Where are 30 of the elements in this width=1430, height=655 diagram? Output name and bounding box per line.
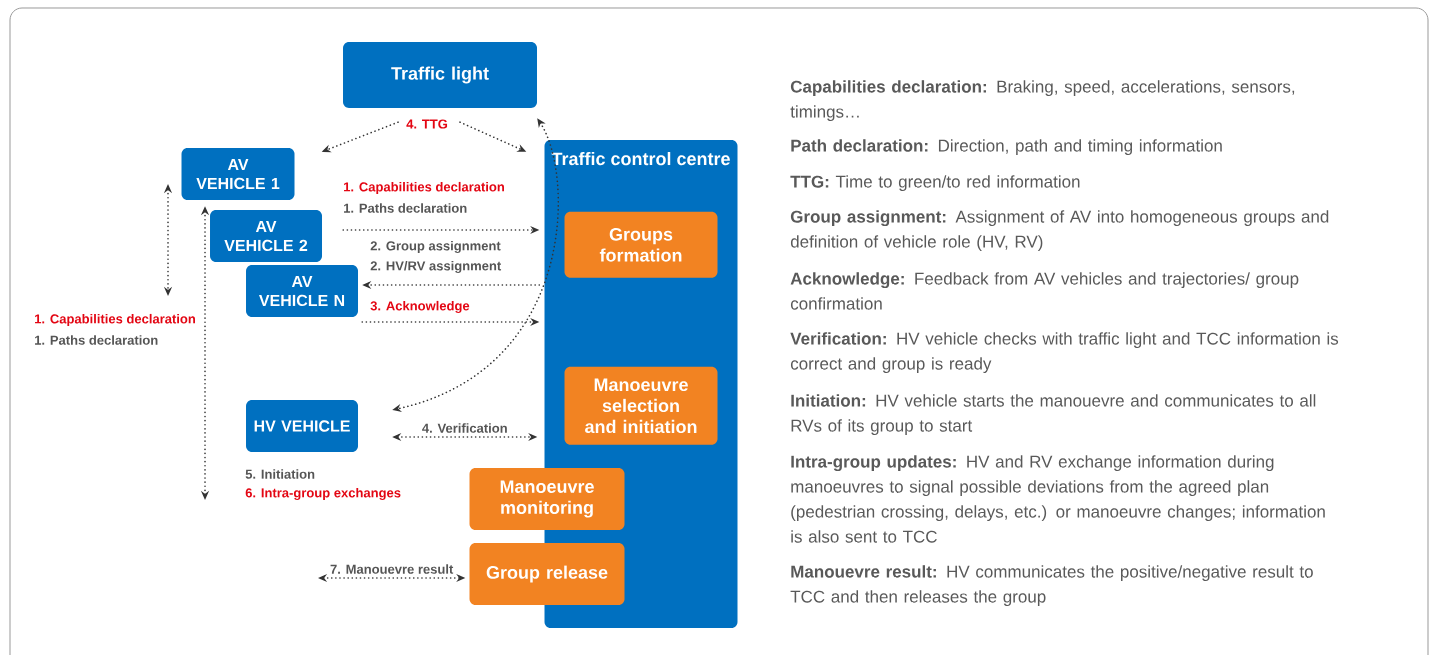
definition-text: Initiation: HV vehicle starts the manouevre and communicates to all RVs of its group to start [791, 394, 1316, 436]
message-label: 6. Intra-group exchanges [245, 487, 401, 501]
edge-label: 7. Manouevre result [329, 563, 455, 575]
message-label: 1. Paths declaration [344, 203, 467, 213]
vehicle-box: HV VEHICLE [246, 400, 358, 452]
message-label: 5. Initiation [245, 469, 315, 479]
definition-text: Acknowledge: Feedback from AV vehicles and trajectories/ group confirmation [790, 272, 1299, 310]
traffic-light-box: Traffic light [343, 42, 537, 108]
vehicle-box: AV VEHICLE 2 [210, 210, 322, 262]
definition-text: TTG: Time to green/to red information [790, 175, 1080, 192]
definition-text: Manouevre result: HV communicates the positive/negative result to TCC and then releases the group [790, 565, 1313, 607]
vehicle-box: AV VEHICLE 1 [181, 148, 295, 200]
message-label: 2. Group assignment [370, 240, 501, 254]
edge-label: 4. Verification [420, 422, 509, 434]
vehicle-box: AV VEHICLE N [246, 265, 358, 317]
definition-text: Group assignment: Assignment of AV into homogeneous groups and definition of vehicle role (HV, RV) [790, 210, 1329, 252]
process-box: Manoeuvre monitoring [469, 468, 625, 530]
message-label: 3. Acknowledge [370, 300, 470, 314]
definition-text: Verification: HV vehicle checks with traffic light and TCC information is correct and group is ready [790, 332, 1339, 374]
process-box: Groups formation [564, 211, 718, 278]
message-label: 1. Capabilities declaration [344, 181, 504, 195]
message-label: 1. Paths declaration [35, 335, 158, 345]
message-label: 2. HV/RV assignment [370, 260, 502, 274]
message-label: 4. TTG [406, 119, 448, 129]
process-box: Manoeuvre selection and initiation [564, 366, 718, 445]
process-box: Group release [469, 543, 625, 605]
definition-text: Capabilities declaration: Braking, speed, accelerations, sensors, timings… [790, 80, 1295, 122]
definition-text: Intra-group updates: HV and RV exchange information during manoeuvres to signal possible deviations from the agreed plan (pedestrian crossing, delays, etc.) or manoeuvre changes; information is also sent to TCC [791, 455, 1325, 543]
definition-text: Path declaration: Direction, path and timing information [791, 139, 1222, 156]
message-label: 1. Capabilities declaration [35, 313, 195, 327]
